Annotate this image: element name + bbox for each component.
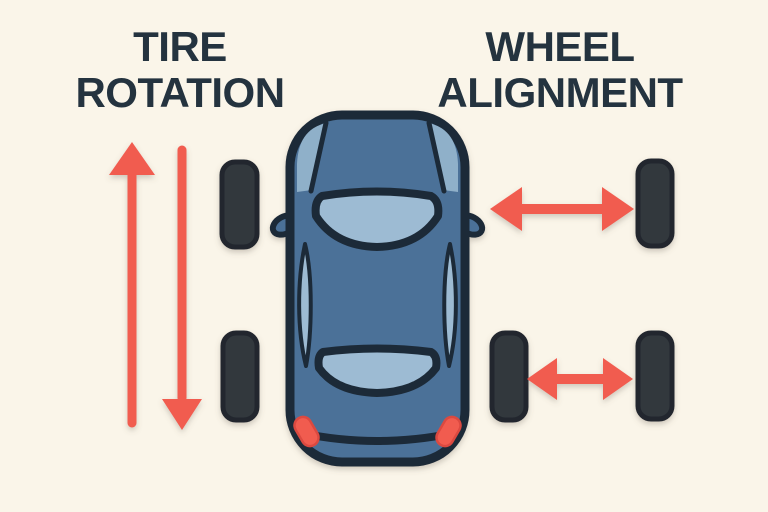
front-left-tire [219, 159, 260, 250]
hood-right-seam [426, 120, 447, 194]
tire-rotation-title-line1: TIRE [133, 23, 227, 70]
front-right-tire [635, 158, 675, 249]
wheel-alignment-title-line2: ALIGNMENT [437, 69, 683, 116]
left-side-window [297, 242, 313, 368]
hood-left-panel [297, 123, 326, 192]
wheel-alignment-title: WHEEL ALIGNMENT [400, 24, 720, 116]
rear-axle-double-arrow-icon [527, 358, 633, 400]
front-arrow-right-head [602, 187, 634, 231]
tire-rotation-title-line2: ROTATION [75, 69, 285, 116]
tire-rotation-arrows [109, 142, 202, 430]
rear-arrow-left-head [527, 358, 557, 400]
up-arrow-head [109, 142, 155, 175]
down-arrow-head [162, 399, 202, 430]
right-side-window [442, 242, 458, 368]
windshield [311, 187, 443, 251]
right-taillight [435, 415, 462, 448]
rear-arrow-right-head [603, 358, 633, 400]
front-axle-double-arrow-icon [490, 187, 634, 231]
rear-left-tire [220, 330, 260, 423]
rear-window [314, 344, 441, 397]
rear-right-outer-tire [635, 330, 675, 422]
tire-rotation-title: TIRE ROTATION [20, 24, 340, 116]
rear-right-inner-tire [489, 330, 529, 423]
hood-left-seam [308, 120, 329, 194]
wheel-alignment-arrows [490, 187, 634, 400]
down-arrow-icon [162, 145, 202, 430]
wheel-alignment-title-line1: WHEEL [485, 23, 635, 70]
front-arrow-left-head [490, 187, 522, 231]
hood-right-panel [429, 123, 458, 192]
left-taillight [293, 415, 320, 448]
up-arrow-icon [109, 142, 155, 428]
tires [219, 158, 675, 423]
car-top-view [269, 110, 486, 467]
